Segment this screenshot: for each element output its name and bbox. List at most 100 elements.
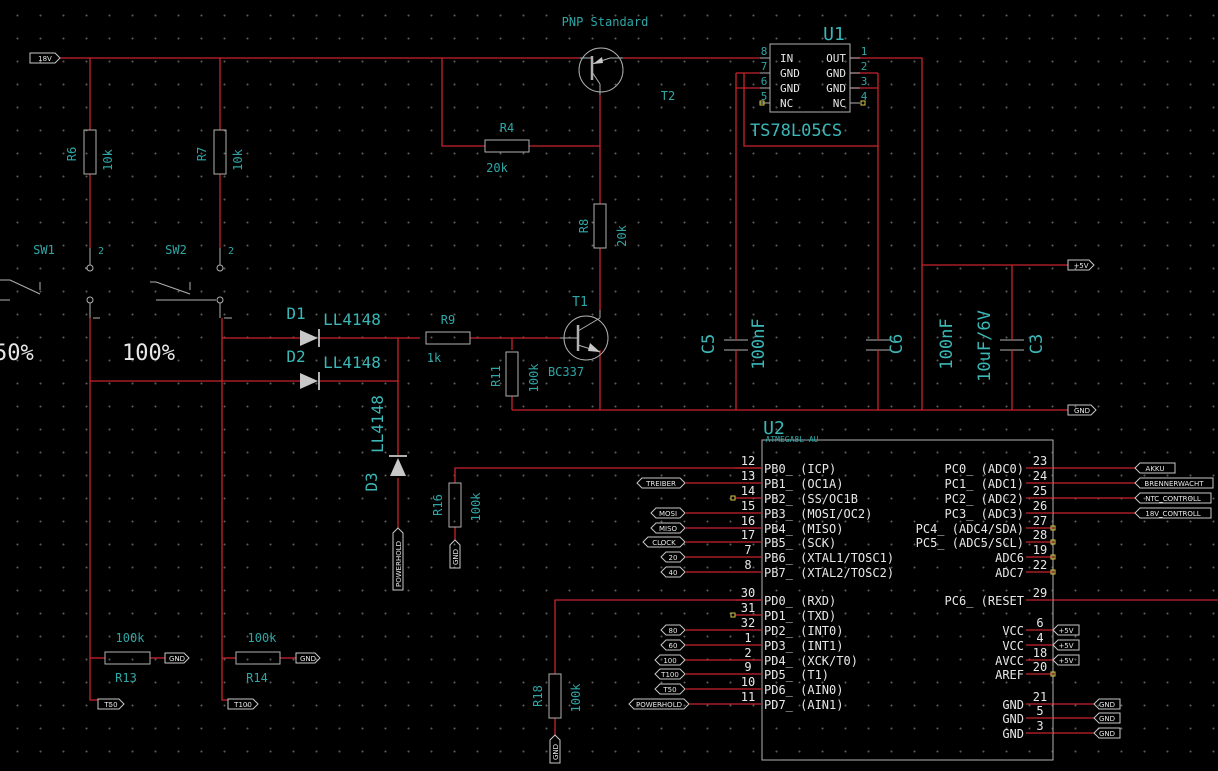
- flag-t100[interactable]: T100: [654, 668, 686, 680]
- resistor-r8[interactable]: [593, 203, 607, 249]
- svg-text:POWERHOLD: POWERHOLD: [636, 701, 682, 709]
- resistor-r7[interactable]: [213, 129, 227, 175]
- flag-5v[interactable]: +5V: [1067, 259, 1095, 271]
- u2-pin-num: 18: [1033, 646, 1047, 660]
- u1-pin-name: NC: [780, 97, 793, 110]
- flag-5v[interactable]: +5V: [1052, 639, 1080, 651]
- resistor-r6[interactable]: [83, 129, 97, 175]
- flag-miso[interactable]: MISO: [650, 522, 686, 534]
- c3-ref: C3: [1027, 334, 1047, 354]
- u1-pin-name: GND: [826, 67, 846, 80]
- flag-powerhold[interactable]: POWERHOLD: [392, 527, 404, 591]
- u1-pin-num: 1: [861, 45, 868, 58]
- flag-gnd[interactable]: GND: [295, 652, 321, 664]
- u1-ref: U1: [823, 24, 845, 45]
- u1-pin-name: IN: [780, 52, 793, 65]
- transistor-t1[interactable]: [560, 310, 609, 361]
- flag-akku[interactable]: AKKU: [1134, 462, 1176, 474]
- flag-gnd[interactable]: GND: [1067, 404, 1097, 416]
- u1-value: TS78L05CS: [750, 121, 842, 141]
- flag-gnd[interactable]: GND: [1093, 712, 1121, 724]
- wires: [60, 57, 1218, 735]
- capacitor-c3[interactable]: [1000, 330, 1024, 360]
- flag-clock[interactable]: CLOCK: [642, 536, 686, 548]
- r7-value: 10k: [231, 148, 245, 170]
- svg-text:40: 40: [669, 569, 678, 577]
- resistor-r4[interactable]: [484, 139, 530, 153]
- resistor-r14[interactable]: [235, 651, 281, 665]
- flag-18v-controll[interactable]: 18V_CONTROLL: [1134, 507, 1212, 519]
- flag-gnd[interactable]: GND: [1093, 727, 1121, 739]
- svg-text:GND: GND: [1099, 730, 1115, 738]
- flag-gnd[interactable]: GND: [1093, 698, 1121, 710]
- flag-gnd[interactable]: GND: [549, 734, 561, 764]
- svg-text:BRENNERWACHT: BRENNERWACHT: [1144, 480, 1204, 488]
- u2-pin-num: 28: [1033, 528, 1047, 542]
- u2-pin-name: PB4_ (MISO): [764, 522, 843, 536]
- flag-40[interactable]: 40: [660, 566, 686, 578]
- u2-pin-name: GND: [1002, 727, 1024, 741]
- u2-pin-num: 26: [1033, 499, 1047, 513]
- r9-value: 1k: [427, 351, 442, 365]
- u2-pin-num: 20: [1033, 660, 1047, 674]
- flag-powerhold[interactable]: POWERHOLD: [628, 698, 690, 710]
- u2-ref: U2: [763, 418, 785, 439]
- u2-pin-name: AREF: [995, 668, 1024, 682]
- svg-text:+5V: +5V: [1058, 627, 1073, 635]
- resistor-r11[interactable]: [505, 351, 519, 397]
- svg-text:60: 60: [669, 642, 678, 650]
- switch-sw2[interactable]: [150, 248, 232, 319]
- diode-d3[interactable]: [389, 455, 407, 476]
- capacitor-c6[interactable]: [866, 330, 890, 360]
- flag-20[interactable]: 20: [660, 551, 686, 563]
- u2-pin-name: PC6_ (RESET: [945, 594, 1024, 608]
- r18-ref: R18: [531, 685, 545, 707]
- flag-18v[interactable]: 18V: [29, 52, 61, 64]
- ic-u1[interactable]: [769, 43, 851, 113]
- svg-text:GND: GND: [452, 549, 460, 565]
- flag-mosi[interactable]: MOSI: [650, 507, 686, 519]
- r6-ref: R6: [65, 147, 79, 161]
- r8-ref: R8: [577, 219, 591, 233]
- u2-pin-name: PC3_ (ADC3): [945, 507, 1024, 521]
- flag-60[interactable]: 60: [660, 639, 686, 651]
- diode-d2[interactable]: [300, 372, 320, 390]
- u2-pin-num: 19: [1033, 543, 1047, 557]
- capacitor-c5[interactable]: [724, 330, 748, 360]
- flag-80[interactable]: 80: [660, 624, 686, 636]
- r13-ref: R13: [115, 671, 137, 685]
- u2-pin-name: PB2_ (SS/OC1B: [764, 492, 858, 506]
- d1-value: LL4148: [323, 310, 381, 329]
- switch-sw1[interactable]: [0, 248, 100, 319]
- flag-treiber[interactable]: TREIBER: [636, 477, 686, 489]
- diode-d1[interactable]: [300, 329, 320, 347]
- u1-pin-name: NC: [833, 97, 846, 110]
- u2-pin-name: PC4_ (ADC4/SDA): [916, 522, 1024, 536]
- r18-value: 100k: [569, 683, 583, 713]
- flag-5v[interactable]: +5V: [1052, 654, 1080, 666]
- flag-ntc-controll[interactable]: NTC_CONTROLL: [1134, 492, 1212, 504]
- resistor-r18[interactable]: [548, 673, 562, 719]
- flag-100[interactable]: 100: [654, 654, 686, 666]
- d3-ref: D3: [362, 472, 381, 491]
- resistor-r16[interactable]: [448, 482, 462, 528]
- r6-value: 10k: [101, 148, 115, 170]
- resistor-r9[interactable]: [425, 331, 471, 345]
- flag-gnd[interactable]: GND: [449, 539, 461, 569]
- r16-value: 100k: [469, 492, 483, 522]
- flag-brennerwacht[interactable]: BRENNERWACHT: [1134, 477, 1214, 489]
- resistor-r13[interactable]: [104, 651, 151, 665]
- d2-value: LL4148: [323, 353, 381, 372]
- u2-pin-name: PC2_ (ADC2): [945, 492, 1024, 506]
- flag-gnd[interactable]: GND: [164, 652, 190, 664]
- transistor-t2[interactable]: [578, 47, 624, 95]
- u2-pin-num: 32: [741, 616, 755, 630]
- flag-t50[interactable]: T50: [654, 683, 686, 695]
- flag-5v[interactable]: +5V: [1052, 624, 1080, 636]
- u1-pin-num: 4: [861, 90, 868, 103]
- flag-t100[interactable]: T100: [227, 698, 259, 710]
- svg-text:MOSI: MOSI: [659, 510, 677, 518]
- flag-t50[interactable]: T50: [97, 698, 125, 710]
